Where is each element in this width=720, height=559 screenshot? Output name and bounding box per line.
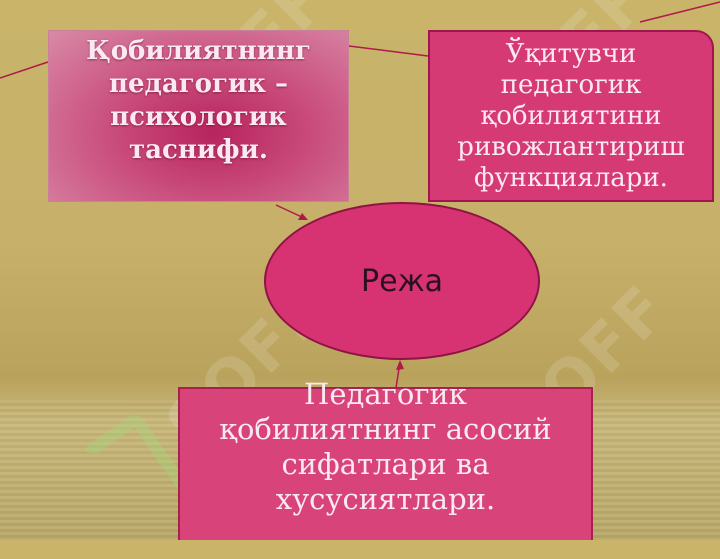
connector-line-top-left: [0, 61, 49, 79]
functions-text: Ўқитувчи педагогик қобилиятини ривожлант…: [457, 39, 684, 194]
classification-line: таснифи.: [129, 135, 268, 165]
classification-line: психологик: [110, 102, 287, 132]
connector-lines: [0, 1, 720, 389]
connector-line-middle: [348, 45, 429, 57]
qualities-box: Педагогик қобилиятнинг асосий сифатлари …: [178, 377, 593, 540]
functions-line: функциялари.: [474, 162, 668, 193]
qualities-text: Педагогик қобилиятнинг асосий сифатлари …: [219, 377, 551, 517]
connector-line-top-right: [639, 1, 720, 23]
classification-box: Қобилиятнинг педагогик – психологик тасн…: [48, 30, 349, 202]
plan-ellipse: Режа: [264, 202, 540, 360]
functions-box: Ўқитувчи педагогик қобилиятини ривожлант…: [428, 30, 714, 202]
qualities-line: Педагогик: [304, 377, 467, 411]
qualities-line: сифатлари ва: [281, 447, 490, 481]
qualities-line: хусусиятлари.: [275, 482, 496, 516]
plan-label: Режа: [361, 263, 443, 299]
classification-line: Қобилиятнинг: [86, 36, 311, 66]
functions-line: педагогик: [500, 69, 642, 100]
classification-text: Қобилиятнинг педагогик – психологик тасн…: [86, 35, 311, 167]
qualities-line: қобилиятнинг асосий: [219, 412, 552, 446]
functions-line: қобилиятини: [480, 100, 662, 131]
functions-line: ривожлантириш: [457, 131, 685, 162]
arrowhead-from-plan: [396, 360, 404, 370]
classification-line: педагогик –: [108, 69, 289, 99]
arrow-to-plan: [275, 204, 305, 219]
arrowhead-to-plan: [298, 213, 308, 220]
functions-line: Ўқитувчи: [505, 38, 637, 69]
